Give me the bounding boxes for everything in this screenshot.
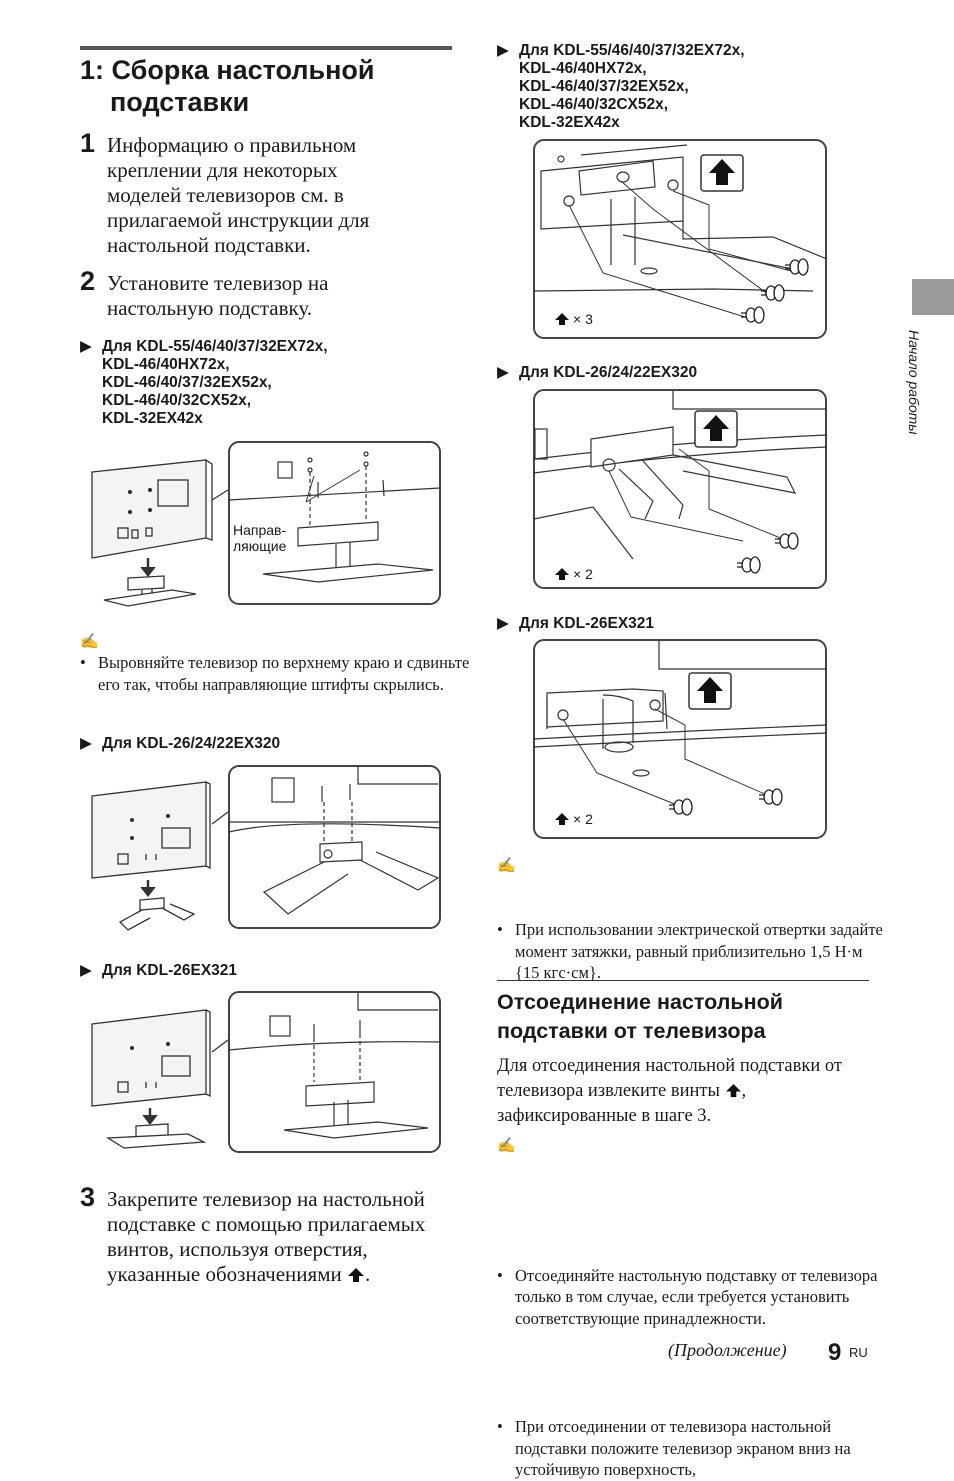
continued-label: (Продолжение) (668, 1340, 787, 1360)
model-heading-group-b-right: ▶Для KDL-26/24/22EX320 (497, 364, 698, 381)
note-pencil-icon: ✍ (80, 634, 99, 650)
model-line: Для KDL-55/46/40/37/32EX72x, (519, 42, 745, 59)
note-pencil-icon: ✍ (497, 858, 516, 874)
detach-title: Отсоединение настольной подставки от тел… (497, 988, 877, 1046)
step-3-text-end: . (364, 1262, 371, 1286)
step-2-text: Установите телевизор на настольную подст… (107, 271, 329, 320)
chapter-side-text: Начало работы (906, 330, 922, 435)
model-heading-group-a-right: ▶Для KDL-55/46/40/37/32EX72x, KDL-46/40H… (497, 42, 877, 132)
model-line: KDL-46/40/32CX52x, (519, 96, 669, 113)
screw-count-x3: × 3 (573, 311, 593, 327)
page-number: 9 (828, 1339, 842, 1366)
model-line: KDL-46/40HX72x, (102, 356, 230, 373)
detach-title-line2: подставки от телевизора (497, 1019, 766, 1043)
model-line: KDL-46/40/37/32EX52x, (102, 374, 272, 391)
model-heading-group-c-left: ▶Для KDL-26EX321 (80, 962, 238, 979)
model-line: Для KDL-26/24/22EX320 (519, 364, 698, 381)
detach-note-2: При отсоединении от телевизора настольно… (497, 1416, 887, 1481)
step-2-number: 2 (80, 266, 96, 296)
detach-body: Для отсоединения настольной подставки от… (497, 1054, 869, 1129)
figure-screws-group-b: × 2 (533, 389, 829, 591)
note-align: Выровняйте телевизор по верхнему краю и … (80, 652, 470, 695)
screw-count-x2-c: × 2 (573, 811, 593, 827)
figure-screws-group-c: × 2 (533, 639, 829, 841)
page-lang: RU (849, 1345, 868, 1360)
model-line: Для KDL-26/24/22EX320 (102, 735, 281, 752)
screw-hole-arrow-icon (347, 1268, 364, 1282)
section-top-rule (80, 46, 452, 50)
model-line: KDL-32EX42x (519, 114, 620, 131)
model-line: Для KDL-26EX321 (102, 962, 238, 979)
section-title: 1: Сборка настольной подставки (80, 54, 460, 118)
figure-stand-assembly-b (88, 762, 454, 934)
model-line: KDL-46/40/32CX52x, (102, 392, 252, 409)
model-heading-group-b-left: ▶Для KDL-26/24/22EX320 (80, 735, 281, 752)
figure-stand-assembly-a: Направ- ляющие (88, 440, 454, 610)
section-title-line1: 1: Сборка настольной (80, 55, 375, 85)
model-line: KDL-32EX42x (102, 410, 203, 427)
step-3-text-main: Закрепите телевизор на настольной подста… (107, 1187, 426, 1286)
detach-body-end: , зафиксированные в шаге 3. (497, 1081, 747, 1126)
step-1-text: Информацию о правильном креплении для не… (107, 133, 370, 257)
guide-label-line2: ляющие (233, 538, 287, 554)
screw-hole-arrow-icon (725, 1083, 741, 1098)
detach-note-1: Отсоединяйте настольную подставку от тел… (497, 1265, 887, 1330)
figure-screws-group-a: × 3 (533, 139, 829, 341)
model-line: Для KDL-55/46/40/37/32EX72x, (102, 338, 328, 355)
model-heading-group-c-right: ▶Для KDL-26EX321 (497, 615, 655, 632)
model-line: KDL-46/40/37/32EX52x, (519, 78, 689, 95)
step-3-text: Закрепите телевизор на настольной подста… (107, 1187, 452, 1287)
note-pencil-icon: ✍ (497, 1138, 516, 1154)
detach-title-line1: Отсоединение настольной (497, 990, 783, 1014)
screw-count-x2-b: × 2 (573, 566, 593, 582)
model-line: KDL-46/40HX72x, (519, 60, 647, 77)
figure-stand-assembly-c (88, 990, 454, 1156)
step-1-number: 1 (80, 128, 96, 158)
chapter-side-label: Начало работы (906, 330, 934, 480)
detach-body-main: Для отсоединения настольной подставки от… (497, 1056, 842, 1101)
model-heading-group-a: ▶Для KDL-55/46/40/37/32EX72x, KDL-46/40H… (80, 338, 440, 428)
guide-label-line1: Направ- (233, 522, 287, 538)
section-divider (497, 980, 869, 981)
step-3-number: 3 (80, 1182, 96, 1212)
chapter-side-tab (912, 279, 954, 315)
note-torque: При использовании электрической отвертки… (497, 919, 887, 984)
guide-pins-label: Направ- ляющие (232, 522, 288, 554)
model-line: Для KDL-26EX321 (519, 615, 655, 632)
section-title-line2: подставки (110, 87, 250, 117)
